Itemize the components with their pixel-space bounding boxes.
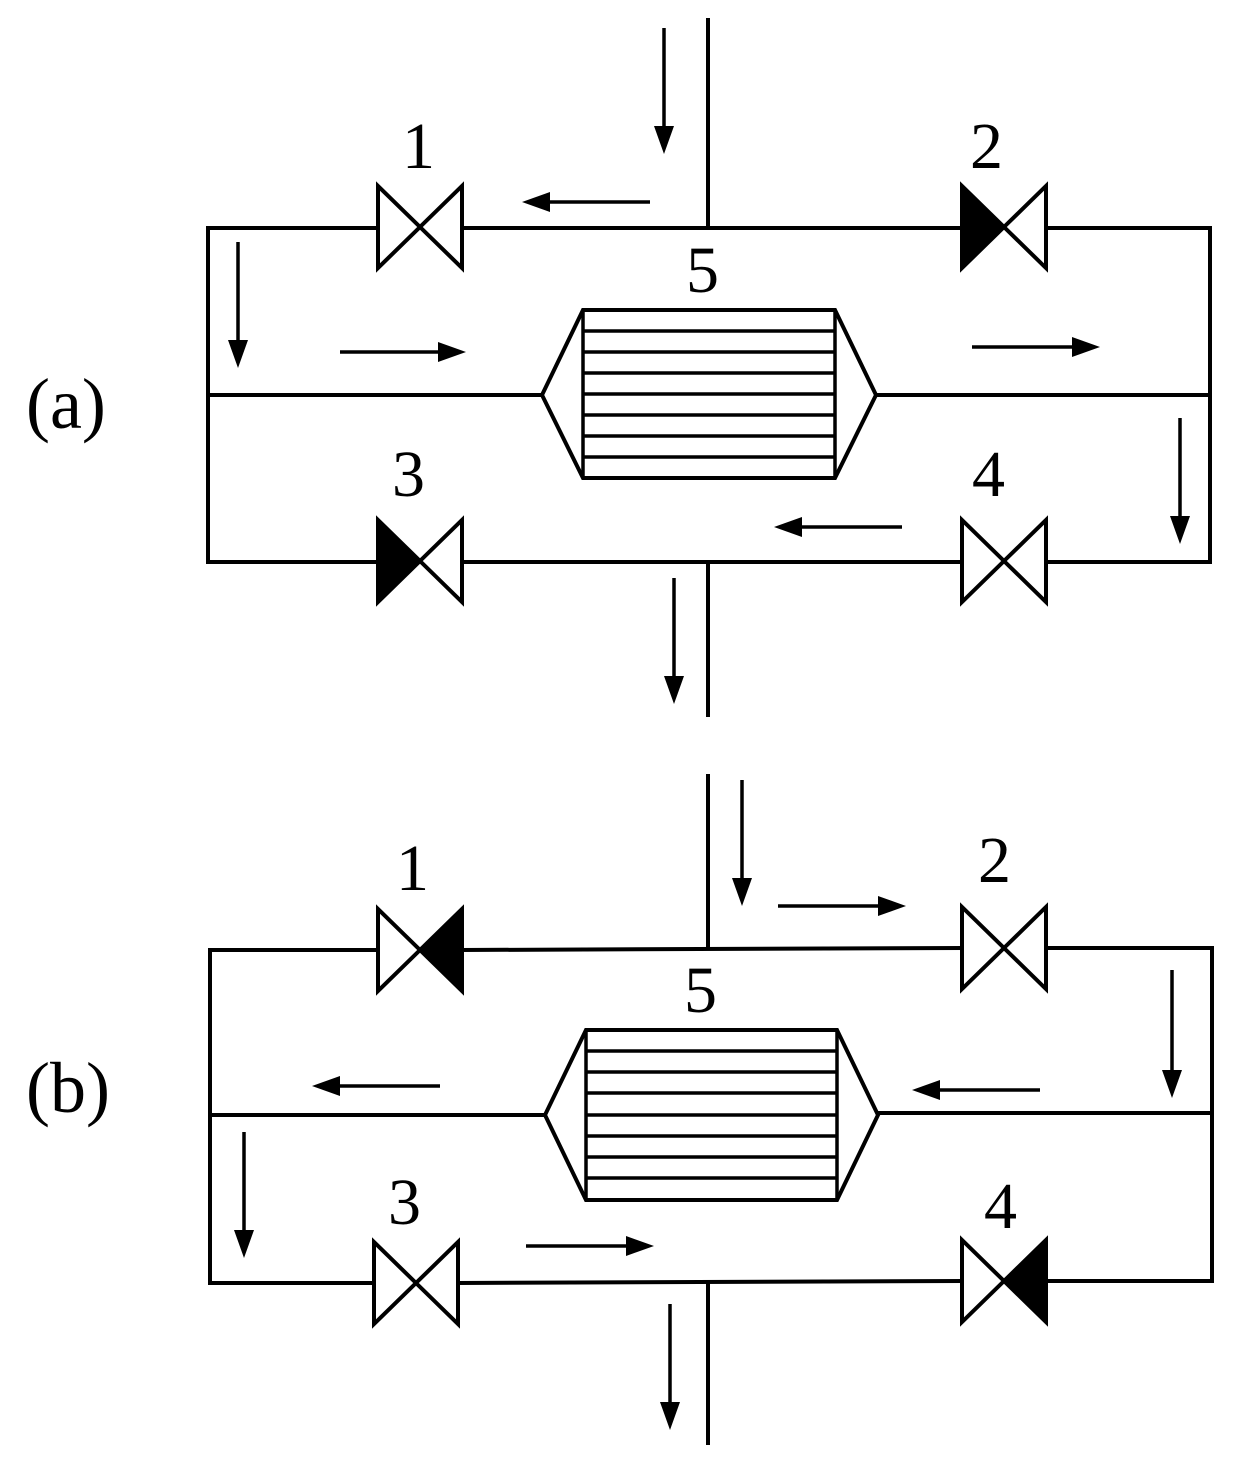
valve-1-number: 1	[402, 110, 435, 183]
valve-3-number: 3	[392, 438, 425, 511]
valve-2-number: 2	[978, 824, 1011, 897]
flow-arrow-right	[778, 896, 906, 916]
valve-1-number: 1	[396, 832, 429, 905]
heat-exchanger: 5	[539, 234, 879, 480]
flow-arrow-left	[522, 192, 650, 212]
panel-b: (b) 5	[26, 774, 1214, 1445]
valve-2-left-half	[960, 181, 1007, 273]
panel-a-label: (a)	[26, 364, 106, 444]
flow-arrow-right	[972, 337, 1100, 357]
valve-2-right-half	[1001, 181, 1048, 273]
valve-1-closed: 1	[376, 832, 464, 996]
flow-arrow-down	[660, 1304, 680, 1430]
top-pipe-center	[459, 945, 965, 953]
flow-arrow-left	[912, 1080, 1040, 1100]
flow-arrow-down	[228, 242, 248, 368]
valve-4-number: 4	[972, 438, 1005, 511]
flow-arrow-down	[664, 578, 684, 704]
valve-3-closed: 3	[376, 438, 464, 607]
valve-4-left-half	[960, 1235, 1007, 1327]
flow-arrow-down	[654, 28, 674, 154]
flow-arrow-right	[340, 342, 466, 362]
valve-2-right-half	[1001, 902, 1048, 994]
panel-b-flow-arrows	[234, 780, 1182, 1430]
valve-1-left-half	[376, 904, 423, 996]
flow-arrow-down	[1170, 418, 1190, 544]
panel-b-label: (b)	[26, 1048, 110, 1128]
valve-3-right-half	[413, 1237, 460, 1329]
valve-3-left-half	[376, 515, 423, 607]
valve-4-right-half	[1001, 1235, 1048, 1327]
valve-1-right-half	[417, 181, 464, 273]
valve-2-closed: 2	[960, 110, 1048, 273]
valve-4-number: 4	[984, 1170, 1017, 1243]
panel-b-pipes	[208, 774, 1214, 1445]
valve-3-right-half	[417, 515, 464, 607]
valve-1: 1	[376, 110, 464, 273]
heat-exchanger-number: 5	[686, 234, 719, 307]
valve-2: 2	[960, 824, 1048, 994]
panel-a-pipes	[206, 18, 1212, 717]
valve-1-right-half	[417, 904, 464, 996]
flow-arrow-left	[774, 517, 902, 537]
heat-exchanger-number: 5	[684, 954, 717, 1027]
flow-arrow-down	[1162, 970, 1182, 1098]
valve-4-closed: 4	[960, 1170, 1048, 1327]
valve-4: 4	[960, 438, 1048, 607]
flow-arrow-down	[732, 780, 752, 906]
valve-2-number: 2	[970, 110, 1003, 183]
panel-a: (a) 5	[26, 18, 1212, 717]
flow-arrow-down	[234, 1132, 254, 1258]
valve-1-left-half	[376, 181, 423, 273]
valve-4-right-half	[1001, 515, 1048, 607]
valve-2-left-half	[960, 902, 1007, 994]
flow-arrow-right	[526, 1236, 654, 1256]
valve-3-left-half	[372, 1237, 419, 1329]
heat-exchanger: 5	[542, 954, 881, 1202]
flow-arrow-left	[312, 1076, 440, 1096]
panel-a-flow-arrows	[228, 28, 1190, 704]
valve-3: 3	[372, 1166, 460, 1329]
valve-3-number: 3	[388, 1166, 421, 1239]
valve-4-left-half	[960, 515, 1007, 607]
